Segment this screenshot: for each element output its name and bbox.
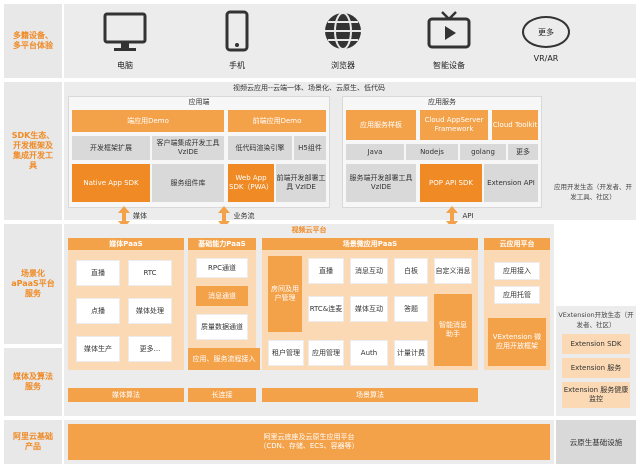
native-demo: 端应用Demo [72, 110, 224, 132]
vext-eco-title: VExtension开放生态（开发者、社区） [558, 311, 634, 329]
app-access: 应用接入 [494, 262, 540, 280]
h5-component: H5组件 [294, 136, 326, 160]
pop-api-sdk: POP API SDK [420, 164, 482, 202]
vext-monitor: Extension 服务健康监控 [562, 382, 630, 408]
media-item-rtc: RTC [128, 260, 172, 286]
device-vr: 更多 VR/AR [518, 10, 574, 74]
row-label-sdk: SDK生态、开发框架及集成开发工具 [4, 82, 62, 220]
lang-java: Java [346, 144, 404, 160]
fe-deploy-tool: 前端开发部署工具 VzIDE [276, 164, 326, 202]
aliyun-base-sub: （CDN、存储、ECS、容器等） [259, 442, 359, 450]
app-hosting: 应用托管 [494, 286, 540, 304]
vext-framework: VExtension 微应用开放框架 [488, 318, 546, 366]
media-item-live: 直播 [76, 260, 120, 286]
lang-golang: golang [460, 144, 506, 160]
low-code-engine: 低代码渲染引擎 [228, 136, 292, 160]
scene-live: 直播 [308, 258, 344, 284]
row-label-devices: 多籍设备、多平台体验 [4, 4, 62, 78]
media-item-production: 媒体生产 [76, 336, 120, 362]
aliyun-base: 阿里云底座及云原生应用平台 （CDN、存储、ECS、容器等） [68, 424, 550, 460]
quality-channel: 质量数据通道 [196, 314, 248, 340]
cloud-appserver: Cloud AppServer Framework [420, 110, 488, 140]
long-conn: 长连接 [188, 388, 256, 402]
client-tool: 客户端集成开发工具VzIDE [152, 136, 224, 160]
row-label-algo: 媒体及算法服务 [4, 348, 62, 416]
room-user-mgmt: 房间及用户管理 [268, 256, 302, 332]
arrow-biz-flow-label: 业务流 [233, 212, 255, 220]
device-vr-label: VR/AR [533, 54, 559, 63]
scene-algo: 场景算法 [262, 388, 478, 402]
server-deploy-tool: 服务端开发部署工具VzIDE [346, 164, 416, 202]
tv-icon [427, 11, 471, 49]
row-label-paas: 场景化aPaaS平台服务 [4, 224, 62, 344]
vext-sdk: Extension SDK [562, 334, 630, 354]
cloud-app-platform-title: 云应用平台 [484, 238, 550, 250]
scene-media-interact: 媒体互动 [350, 296, 388, 322]
scene-msg: 消息互动 [350, 258, 388, 284]
msg-channel: 消息通道 [196, 286, 248, 306]
arrow-api [446, 206, 458, 228]
scene-whiteboard: 白板 [394, 258, 428, 284]
lang-nodejs: Nodejs [406, 144, 458, 160]
arrow-media-label: 媒体 [133, 212, 147, 220]
globe-icon [325, 12, 361, 50]
lang-more: 更多 [508, 144, 538, 160]
more-devices-oval: 更多 [522, 16, 570, 48]
media-item-more: 更多... [128, 336, 172, 362]
platform-title: 视频云平台 [291, 226, 327, 234]
basic-paas-title: 基础能力PaaS [188, 238, 256, 250]
web-demo: 前端应用Demo [228, 110, 326, 132]
smart-msg-assistant: 智能消息助手 [434, 294, 472, 366]
phone-icon [225, 10, 249, 52]
device-browser: 浏览器 [318, 10, 368, 74]
media-item-processing: 媒体处理 [128, 298, 172, 324]
device-pc: 电脑 [100, 10, 150, 74]
media-paas-title: 媒体PaaS [68, 238, 184, 250]
monitor-icon [103, 12, 147, 51]
scene-quiz: 答题 [394, 296, 428, 322]
scene-rtc: RTC&连麦 [308, 296, 344, 322]
auth: Auth [350, 340, 388, 366]
device-smart: 智能设备 [424, 10, 474, 74]
rpc-channel: RPC通道 [196, 258, 248, 278]
app-end-title: 应用端 [188, 98, 210, 106]
app-dev-eco: 应用开发生态（开发者、开发工具、社区） [554, 183, 632, 201]
arrow-api-label: API [462, 212, 474, 220]
extension-api: Extension API [484, 164, 538, 202]
scene-custom-msg: 自定义消息 [434, 258, 472, 284]
device-smart-label: 智能设备 [433, 61, 465, 70]
cloud-toolkit: Cloud Toolkit [492, 110, 538, 140]
device-phone: 手机 [212, 10, 262, 74]
aliyun-base-title: 阿里云底座及云原生应用平台 [263, 433, 355, 441]
app-flow-access: 应用、服务流程接入 [188, 348, 260, 370]
arrow-biz-flow [218, 206, 230, 228]
media-item-vod: 点播 [76, 298, 120, 324]
row-label-cloud: 阿里云基础产品 [4, 420, 62, 464]
app-mgmt: 应用管理 [308, 340, 344, 366]
arrow-media [118, 206, 130, 228]
scene-paas-title: 场景微应用PaaS [262, 238, 478, 250]
web-app-sdk: Web App SDK（PWA） [228, 164, 274, 202]
native-app-sdk: Native App SDK [72, 164, 150, 202]
service-lib: 服务组件库 [152, 164, 224, 202]
device-phone-label: 手机 [229, 61, 245, 70]
video-cloud-title: 视频云应用--云端一体、场景化、云原生、低代码 [232, 84, 386, 92]
app-service-title: 应用服务 [428, 98, 456, 106]
cloud-native-infra: 云原生基础设施 [556, 420, 636, 464]
tenant-mgmt: 租户管理 [268, 340, 304, 366]
billing: 计量计费 [394, 340, 428, 366]
vext-service: Extension 服务 [562, 358, 630, 378]
dev-ext: 开发框架扩展 [72, 136, 150, 160]
service-template: 应用服务样板 [346, 110, 416, 140]
device-pc-label: 电脑 [117, 61, 133, 70]
media-algo: 媒体算法 [68, 388, 184, 402]
device-browser-label: 浏览器 [331, 61, 355, 70]
